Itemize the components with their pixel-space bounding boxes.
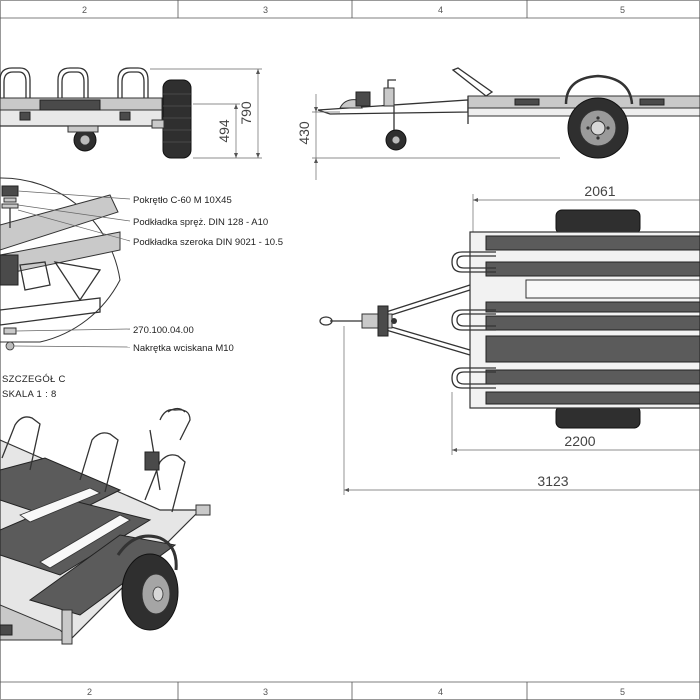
dim-3123: 3123 [537, 473, 568, 489]
rear-view: 494 790 [0, 67, 262, 159]
border-col-5-bottom: 5 [620, 687, 625, 697]
detail-c-view: Pokrętło C-60 M 10X45 Podkładka spręż. D… [0, 177, 283, 400]
detail-scale: SKALA 1 : 8 [2, 389, 57, 400]
callout-part-number: 270.100.04.00 [133, 325, 194, 336]
callout-wide-washer: Podkładka szeroka DIN 9021 - 10.5 [133, 237, 283, 248]
side-view: 430 [296, 67, 700, 180]
border-col-2-top: 2 [82, 5, 87, 15]
top-view: 2061 2200 [319, 183, 700, 495]
border-col-4-bottom: 4 [438, 687, 443, 697]
dim-430: 430 [296, 121, 312, 145]
dim-494: 494 [216, 119, 232, 143]
border-col-5-top: 5 [620, 5, 625, 15]
detail-name: SZCZEGÓŁ C [2, 374, 66, 385]
dim-2061: 2061 [584, 183, 615, 199]
callout-press-nut: Nakrętka wciskana M10 [133, 343, 234, 354]
border-col-4-top: 4 [438, 5, 443, 15]
callout-knob: Pokrętło C-60 M 10X45 [133, 195, 232, 206]
border-col-3-top: 3 [263, 5, 268, 15]
callout-spring-washer: Podkładka spręż. DIN 128 - A10 [133, 217, 268, 228]
isometric-view [0, 407, 211, 645]
dim-790: 790 [238, 101, 254, 125]
border-col-3-bottom: 3 [263, 687, 268, 697]
border-col-2-bottom: 2 [87, 687, 92, 697]
dim-2200: 2200 [564, 433, 595, 449]
